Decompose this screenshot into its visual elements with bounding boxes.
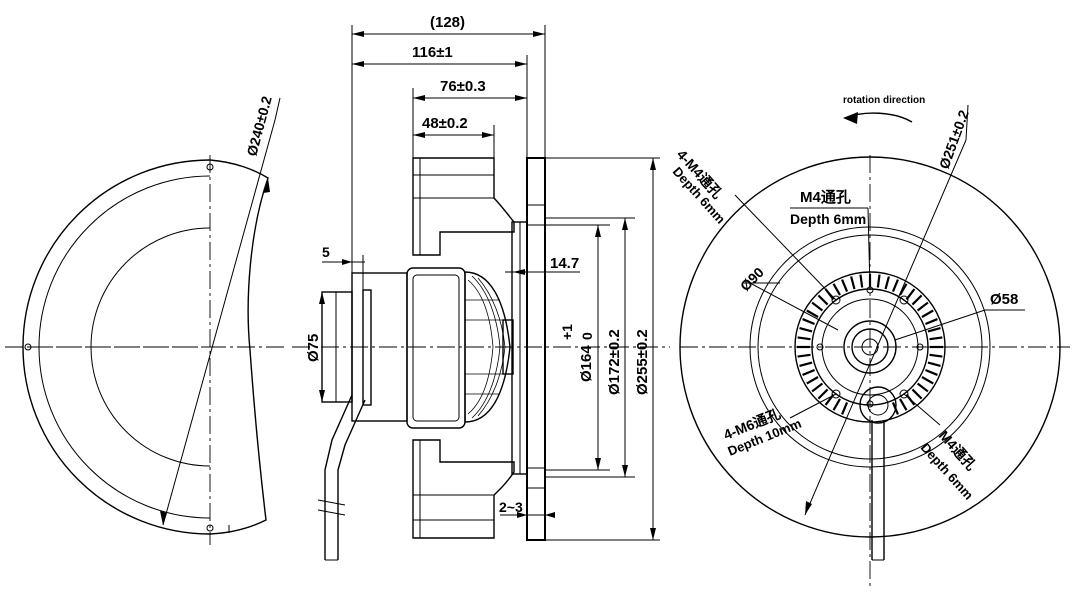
- note-m4-depth: Depth 6mm: [790, 211, 866, 227]
- dim-dia-255: Ø255±0.2: [634, 329, 651, 395]
- fin: [929, 336, 943, 341]
- fin: [817, 294, 829, 306]
- fin: [802, 368, 815, 376]
- fin: [811, 301, 824, 312]
- middle-view-side: (128) 116±1 76±0.3 48±0.2: [292, 14, 670, 561]
- fin: [927, 361, 941, 367]
- fin: [916, 301, 929, 312]
- fin: [859, 274, 864, 288]
- fin: [929, 353, 943, 358]
- fin: [884, 276, 890, 290]
- fin: [799, 361, 813, 367]
- fin: [921, 309, 934, 318]
- note-m4-hole: M4通孔: [800, 189, 851, 206]
- fin: [916, 382, 929, 393]
- dim-dia-164-tol-minus: 0: [579, 332, 595, 340]
- fin: [899, 398, 908, 411]
- note-rotation-direction: rotation direction: [843, 95, 925, 106]
- fin: [799, 327, 813, 333]
- fin: [891, 279, 899, 292]
- dim-length-76: 76±0.3: [440, 78, 486, 95]
- fin: [899, 283, 908, 296]
- dim-5: 5: [322, 244, 330, 260]
- dim-14-7: 14.7: [550, 255, 579, 272]
- fin: [876, 274, 881, 288]
- dim-overall-length: (128): [430, 14, 465, 31]
- fin: [832, 283, 841, 296]
- fin: [811, 382, 824, 393]
- fin: [921, 376, 934, 385]
- left-view-impeller: Ø240±0.2: [5, 94, 285, 545]
- dim-2-3: 2~3: [499, 499, 523, 515]
- motor-fins: [797, 274, 943, 415]
- fin: [817, 388, 829, 400]
- fin: [925, 318, 938, 326]
- fin: [925, 368, 938, 376]
- fin: [911, 294, 923, 306]
- fin: [797, 336, 811, 341]
- dim-dia-164: Ø164: [578, 345, 595, 382]
- dim-dia-164-tol-plus: +1: [559, 324, 575, 340]
- fin: [832, 398, 841, 411]
- dim-dia-240: Ø240±0.2: [243, 94, 274, 158]
- dim-length-116: 116±1: [412, 44, 453, 61]
- fin: [797, 353, 811, 358]
- fin: [802, 318, 815, 326]
- fin: [850, 276, 856, 290]
- right-view-motor: rotation direction Ø251±0.2 Ø90 Ø58 4-M4…: [670, 95, 1070, 590]
- dim-length-48: 48±0.2: [422, 115, 468, 132]
- fin: [806, 309, 819, 318]
- fin: [911, 388, 923, 400]
- fin: [841, 279, 849, 292]
- fin: [927, 327, 941, 333]
- dim-dia-75: Ø75: [305, 334, 322, 362]
- fin: [841, 402, 849, 415]
- dim-dia-58: Ø58: [990, 291, 1018, 308]
- fin: [806, 376, 819, 385]
- dim-dia-172: Ø172±0.2: [606, 329, 623, 395]
